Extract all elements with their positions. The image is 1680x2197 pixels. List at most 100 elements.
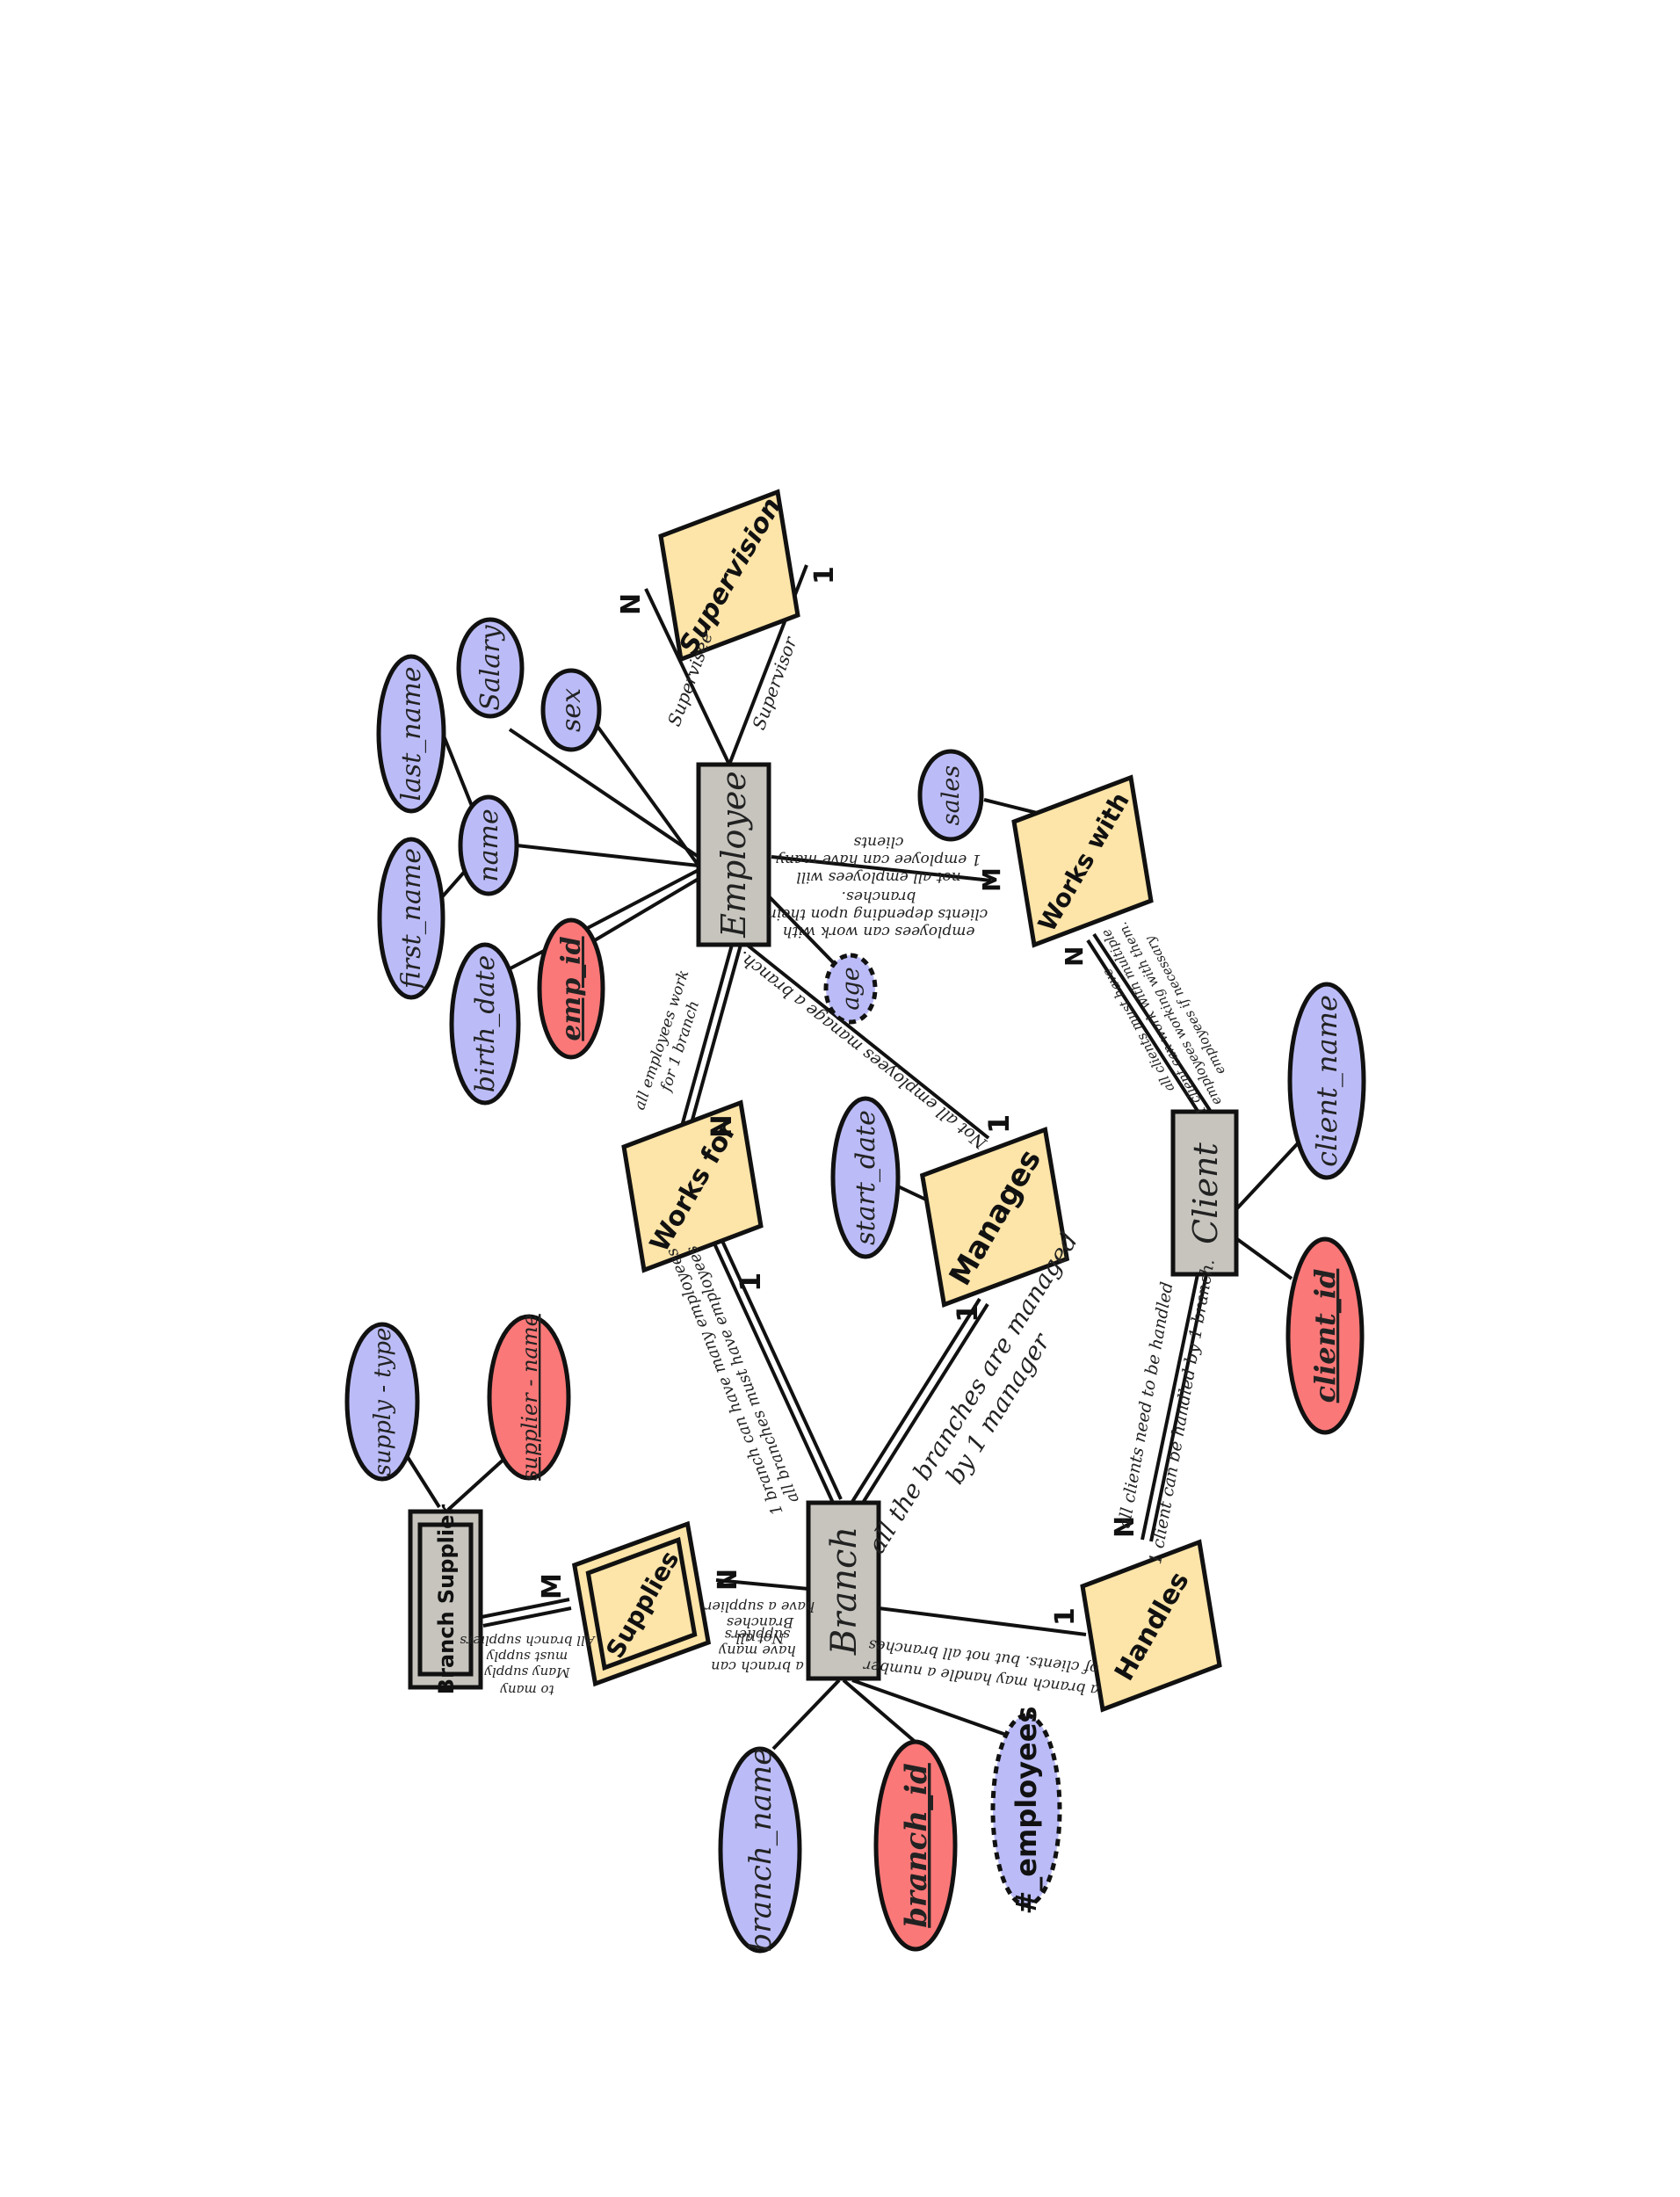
note-line: Many supply <box>484 1664 571 1680</box>
line-employee-worksfor-a <box>679 944 734 1130</box>
attribute-shape <box>376 654 446 814</box>
note-line: clients depending upon their <box>769 905 988 923</box>
note-line: a branch can <box>711 1658 804 1675</box>
line-manages-branch-b <box>857 1302 989 1512</box>
cardinality-handles-1: 1 <box>1050 1607 1081 1626</box>
entity-label: Branch Supplier <box>434 1505 459 1695</box>
line-employee-salary <box>508 728 700 859</box>
cardinality-labels: N 1 M N N 1 1 1 N 1 N M <box>537 566 1141 1626</box>
attribute-label: branch_name <box>743 1748 778 1953</box>
note-line: have a supplier <box>704 1599 815 1615</box>
attribute-num-employees: #_employees <box>990 1706 1062 1915</box>
attribute-supply-type: supply - type <box>344 1322 420 1482</box>
relationship-shape <box>1011 774 1154 948</box>
cardinality-works-for-1: 1 <box>734 1273 767 1292</box>
attribute-shape <box>537 917 605 1060</box>
line-branch-branchid <box>842 1679 920 1746</box>
relationship-shape <box>1080 1539 1222 1713</box>
attribute-label: last_name <box>396 666 427 801</box>
attribute-label: age <box>837 967 865 1010</box>
attribute-shape <box>823 953 878 1025</box>
line-worksfor-branch-a <box>713 1243 835 1504</box>
attribute-label: emp_id <box>556 936 587 1040</box>
note-line: must supply <box>486 1649 568 1664</box>
cardinality-supervision-1: 1 <box>809 566 840 584</box>
attribute-client-name: client_name <box>1287 982 1366 1180</box>
relationship-works-with: Works with <box>1011 774 1154 948</box>
attribute-branch-name: branch_name <box>718 1746 802 1954</box>
attribute-shape <box>456 617 525 719</box>
attribute-age: age <box>823 953 878 1025</box>
attribute-label: Salary <box>475 624 506 710</box>
note-line: 1 employee can have many <box>776 851 981 868</box>
attribute-start-date: start_date <box>830 1096 901 1259</box>
attribute-label: supplier - name <box>518 1314 542 1481</box>
cardinality-supplies-n: N <box>713 1569 743 1591</box>
line-employee-worksfor-b <box>688 944 742 1130</box>
attribute-label: supply - type <box>370 1328 396 1476</box>
entity-label: Employee <box>714 771 753 939</box>
attribute-sex: sex <box>540 668 602 752</box>
cardinality-works-with-m: M <box>977 867 1006 892</box>
relationship-works-for: Works for <box>621 1099 764 1273</box>
attribute-name: name <box>458 794 519 896</box>
attribute-salary: Salary <box>456 617 525 719</box>
cardinality-works-for-n: N <box>705 1114 738 1138</box>
relationship-handles: Handles <box>1080 1539 1222 1713</box>
line-employee-workswith <box>771 855 992 882</box>
attribute-shape <box>344 1322 420 1482</box>
line-employee-manages <box>745 943 990 1140</box>
attribute-shape <box>718 1746 802 1954</box>
relationship-shape <box>919 1127 1070 1308</box>
attribute-emp-id: emp_id <box>537 917 605 1060</box>
note-handles-client: all clients need to be handled 1 client … <box>1115 1258 1219 1566</box>
cardinality-supervision-n: N <box>616 593 647 615</box>
entity-label: Branch <box>824 1526 865 1656</box>
relationship-shape <box>621 1099 764 1273</box>
line-branch-numemployees <box>851 1679 1010 1737</box>
cardinality-manages-bottom: 1 <box>951 1303 984 1323</box>
relationship-manages: Manages <box>919 1127 1070 1308</box>
attribute-shape <box>487 1314 571 1481</box>
note-line: have many <box>718 1642 795 1659</box>
note-line: Not all <box>736 1630 786 1647</box>
line-workswith-client-a <box>1092 932 1214 1116</box>
entity-shape <box>1170 1109 1239 1277</box>
entity-shape <box>806 1500 881 1681</box>
entity-branch: Branch <box>806 1500 881 1681</box>
attribute-client-id: client_id <box>1285 1236 1365 1435</box>
attribute-shape <box>990 1713 1062 1908</box>
attribute-branch-id: branch_id <box>873 1739 958 1952</box>
attribute-birth-date: birth_date <box>449 942 521 1106</box>
attribute-label: branch_id <box>899 1763 934 1928</box>
line-employee-empid <box>578 877 700 951</box>
relationship-inner-shape <box>585 1536 698 1671</box>
note-works-with-employee: employees can work with clients dependin… <box>769 833 988 940</box>
attribute-shape <box>449 942 521 1106</box>
attribute-last-name: last_name <box>376 654 446 814</box>
line-branch-branchname <box>771 1679 841 1751</box>
line-client-clientid <box>1235 1237 1293 1280</box>
line-supplies-supplier-a <box>481 1598 570 1619</box>
cardinality-works-with-n: N <box>1060 946 1089 967</box>
attribute-label: sales <box>938 765 965 825</box>
note-line: Branches <box>727 1614 794 1631</box>
line-client-handles-a <box>1141 1273 1199 1541</box>
attribute-label: start_date <box>851 1110 881 1245</box>
line-employee-supervision-supervisee <box>644 588 731 765</box>
attribute-shape <box>830 1096 901 1259</box>
attribute-shape <box>1287 982 1366 1180</box>
note-works-with-client: all clients must have 1 client can work … <box>1098 919 1228 1118</box>
attribute-first-name: first_name <box>377 837 445 1000</box>
line-supplier-supplytype <box>404 1453 441 1509</box>
note-line: not all employees will <box>796 868 960 886</box>
entity-employee: Employee <box>696 762 771 947</box>
cardinality-manages-top: 1 <box>982 1114 1016 1134</box>
attribute-label: name <box>474 808 504 881</box>
attribute-label: client_name <box>1310 995 1343 1167</box>
line-manages-branch-a <box>849 1297 981 1506</box>
line-employee-sex <box>585 710 700 867</box>
connector-lines <box>404 564 1300 1751</box>
note-line: suppliers <box>725 1627 791 1643</box>
